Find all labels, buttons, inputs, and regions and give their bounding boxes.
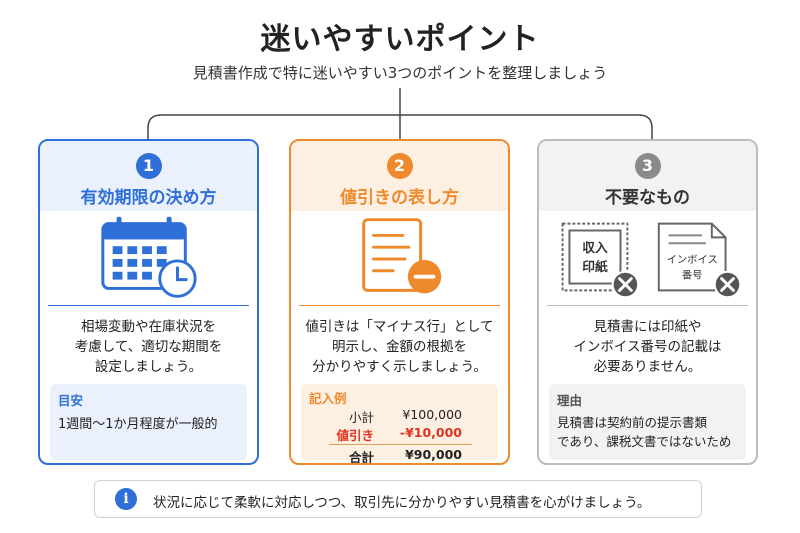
svg-text:番号: 番号: [682, 270, 703, 282]
box-text: 見積書は契約前の提示書類 であり、課税文書ではないため: [557, 415, 732, 449]
number-badge: 1: [135, 153, 162, 179]
card-header: 1 有効期限の決め方: [40, 141, 257, 211]
svg-text:収入: 収入: [582, 241, 608, 256]
separator: [547, 305, 748, 306]
card-expiry: 1 有効期限の決め方 相場変動や在庫状況を 考慮して、適切な期間を 設定しましょ…: [38, 139, 259, 465]
revenue-stamp-icon: 収入 印紙: [561, 222, 640, 299]
card-header: 3 不要なもの: [539, 141, 756, 211]
reason-box: 理由 見積書は契約前の提示書類 であり、課税文書ではないため: [549, 384, 746, 460]
card-unnecessary: 3 不要なもの 収入 印紙 インボイス 番号 見積書には印紙や インボイス番号の…: [537, 139, 758, 465]
document-minus-icon: [362, 218, 442, 294]
info-icon: i: [115, 488, 137, 510]
svg-text:インボイス: インボイス: [667, 254, 718, 266]
example-box: 記入例 小計 ¥100,000 値引き -¥10,000 合計 ¥90,000: [301, 384, 498, 463]
card-header: 2 値引きの表し方: [291, 141, 508, 211]
svg-text:印紙: 印紙: [582, 259, 608, 275]
guideline-box: 目安 1週間〜1か月程度が一般的: [50, 384, 247, 460]
invoice-document-icon: インボイス 番号: [657, 222, 742, 299]
discount-row: 値引き -¥10,000: [336, 425, 462, 443]
unnecessary-items-illustration: 収入 印紙 インボイス 番号: [561, 222, 742, 299]
box-label: 記入例: [309, 391, 347, 406]
note-text: 状況に応じて柔軟に対応しつつ、取引先に分かりやすい見積書を心がけましょう。: [153, 495, 651, 511]
total-divider: [329, 444, 472, 445]
card-discount: 2 値引きの表し方 値引きは「マイナス行」として 明示し、金額の根拠を 分かりや…: [289, 139, 510, 465]
card-title: 有効期限の決め方: [80, 188, 217, 208]
box-label: 理由: [557, 393, 583, 408]
card-description: 相場変動や在庫状況を 考慮して、適切な期間を 設定しましょう。: [74, 319, 223, 375]
note-banner: i 状況に応じて柔軟に対応しつつ、取引先に分かりやすい見積書を心がけましょう。: [94, 480, 702, 518]
box-text: 1週間〜1か月程度が一般的: [58, 417, 218, 432]
subtotal-row: 小計 ¥100,000: [348, 407, 462, 425]
separator: [299, 305, 500, 306]
box-label: 目安: [58, 393, 84, 408]
number-badge: 2: [386, 153, 413, 179]
card-description: 見積書には印紙や インボイス番号の記載は 必要ありません。: [573, 319, 722, 375]
separator: [48, 305, 249, 306]
number-badge: 3: [634, 153, 661, 179]
card-title: 値引きの表し方: [340, 188, 459, 208]
page-subtitle: 見積書作成で特に迷いやすい3つのポイントを整理しましょう: [192, 64, 608, 82]
card-title: 不要なもの: [605, 188, 690, 208]
total-row: 合計 ¥90,000: [348, 447, 462, 465]
calendar-clock-icon: [101, 216, 197, 298]
card-description: 値引きは「マイナス行」として 明示し、金額の根拠を 分かりやすく示しましょう。: [305, 319, 494, 375]
page-title: 迷いやすいポイント: [260, 22, 540, 57]
